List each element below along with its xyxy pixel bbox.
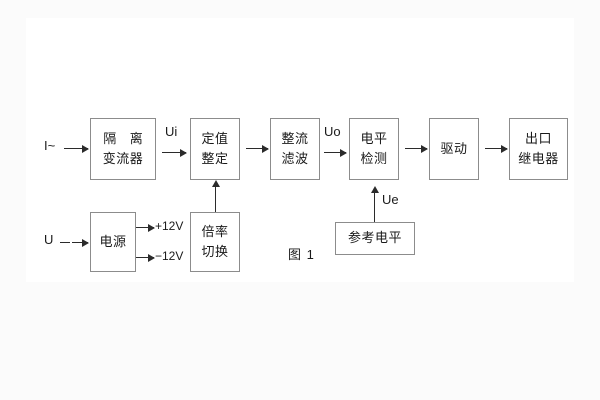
arrow-input-to-isolation-ct: [64, 144, 89, 153]
block-level-detect[interactable]: 电平 检测: [349, 118, 399, 180]
block-multiplier-switch-line2: 切换: [201, 244, 229, 259]
arrow-setting-to-rectify: [246, 144, 269, 153]
lead-voltage-input: [60, 242, 70, 243]
input-voltage-label: U: [44, 232, 54, 247]
block-isolation-ct-line2: 变流器: [102, 151, 144, 166]
block-power-supply-line1: 电源: [99, 233, 127, 249]
block-rectify-filter-line1: 整流: [281, 130, 309, 146]
block-rectify-filter[interactable]: 整流 滤波: [270, 118, 320, 180]
block-output-relay-line1: 出口: [524, 130, 552, 146]
arrow-rail-negative: [136, 253, 155, 262]
signal-label-uo: Uo: [324, 124, 341, 139]
block-power-supply[interactable]: 电源: [90, 212, 136, 272]
input-current-label: I~: [44, 138, 56, 153]
arrow-multiplier-to-setting: [211, 180, 220, 212]
block-isolation-ct[interactable]: 隔 离 变流器: [90, 118, 156, 180]
block-reference-level[interactable]: 参考电平: [335, 222, 415, 255]
arrow-rail-positive: [136, 223, 155, 232]
block-isolation-ct-line1: 隔 离: [103, 130, 148, 146]
block-drive-line1: 驱动: [440, 140, 468, 156]
rail-positive-label: +12V: [155, 219, 184, 233]
signal-label-ui: Ui: [165, 124, 178, 139]
signal-label-ue: Ue: [382, 192, 399, 207]
block-multiplier-switch-line1: 倍率: [201, 223, 229, 239]
block-drive[interactable]: 驱动: [429, 118, 479, 180]
block-rectify-filter-line2: 滤波: [281, 151, 309, 166]
figure-caption: 图 1: [288, 247, 315, 262]
arrow-isolation-ct-to-setting: [162, 148, 187, 157]
arrow-level-detect-to-drive: [405, 144, 428, 153]
arrow-drive-to-output-relay: [485, 144, 508, 153]
block-setting-line1: 定值: [201, 130, 229, 146]
arrow-reference-to-level-detect: [370, 186, 379, 222]
arrow-rectify-to-level-detect: [324, 148, 347, 157]
arrow-input-to-power-supply: [72, 238, 89, 247]
block-multiplier-switch[interactable]: 倍率 切换: [190, 212, 240, 272]
rail-negative-label: −12V: [155, 249, 184, 263]
block-setting-line2: 整定: [201, 151, 229, 166]
block-reference-level-label: 参考电平: [347, 230, 402, 246]
block-setting[interactable]: 定值 整定: [190, 118, 240, 180]
block-level-detect-line2: 检测: [360, 151, 388, 166]
block-output-relay[interactable]: 出口 继电器: [509, 118, 568, 180]
block-level-detect-line1: 电平: [360, 130, 388, 146]
block-output-relay-line2: 继电器: [518, 151, 559, 166]
